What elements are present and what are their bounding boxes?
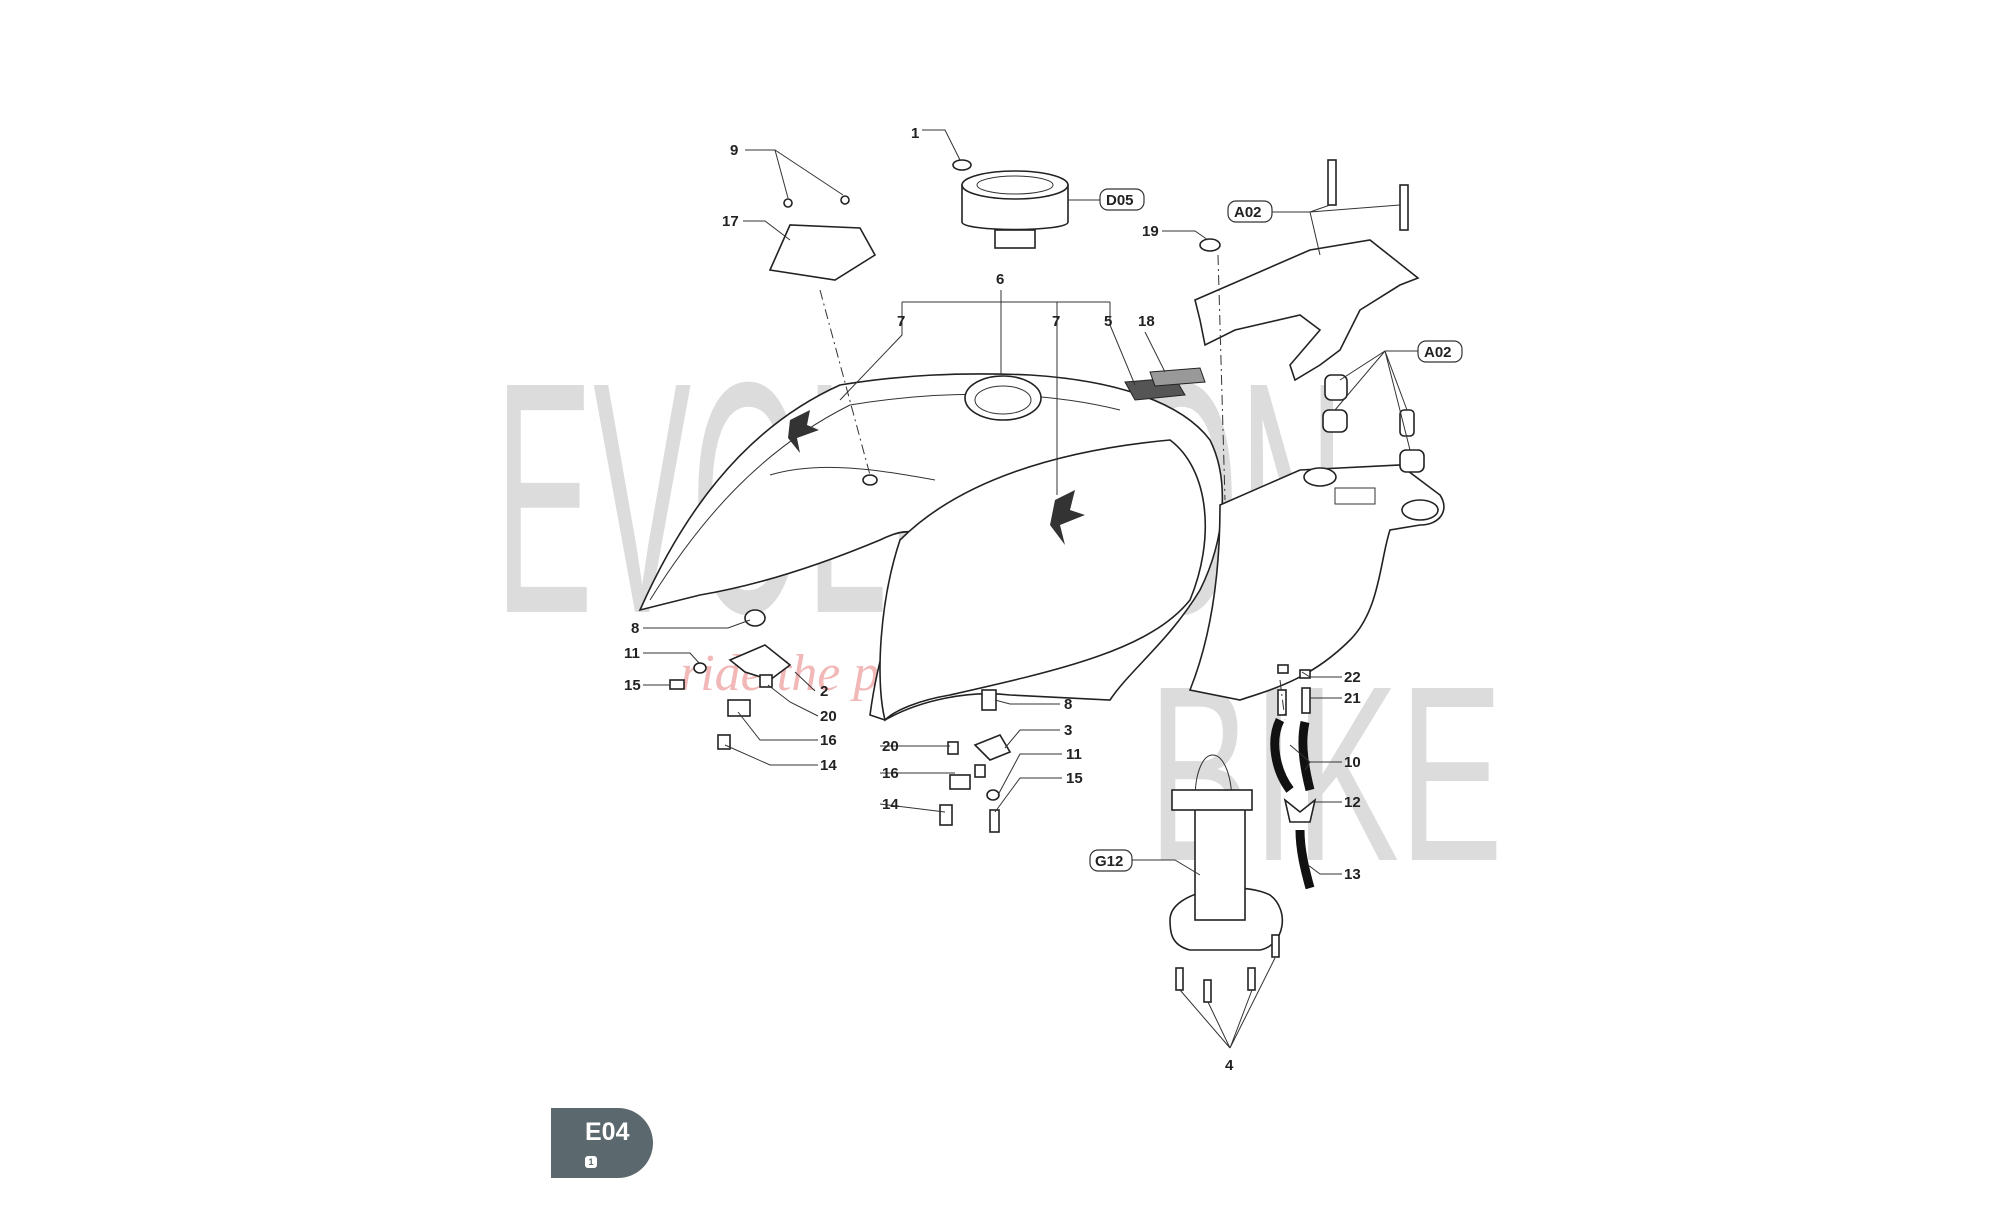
callout-7[interactable]: 7 bbox=[897, 313, 905, 330]
callout-a02[interactable]: A02 bbox=[1424, 344, 1452, 361]
fuel-pump bbox=[1169, 754, 1284, 951]
callout-6[interactable]: 6 bbox=[996, 271, 1004, 288]
callout-16[interactable]: 16 bbox=[820, 732, 837, 749]
callout-20[interactable]: 20 bbox=[820, 708, 837, 725]
callout-15[interactable]: 15 bbox=[1066, 770, 1083, 787]
callout-2[interactable]: 2 bbox=[820, 683, 828, 700]
callout-11[interactable]: 11 bbox=[1066, 746, 1082, 763]
callout-d05[interactable]: D05 bbox=[1106, 192, 1134, 209]
section-badge: E04 1 bbox=[551, 1108, 653, 1178]
leader-lines bbox=[643, 129, 1420, 1049]
callout-1[interactable]: 1 bbox=[911, 125, 919, 142]
fasteners bbox=[669, 609, 1311, 833]
callouts: 1 9 D05 17 A02 19 6 7 7 5 18 A02 8 11 15… bbox=[624, 125, 1463, 1074]
fuel-hose bbox=[1270, 717, 1294, 793]
fuel-hose bbox=[1295, 829, 1315, 890]
section-code: E04 bbox=[585, 1118, 630, 1146]
callout-14[interactable]: 14 bbox=[882, 796, 899, 813]
callout-12[interactable]: 12 bbox=[1344, 794, 1361, 811]
callout-g12[interactable]: G12 bbox=[1095, 853, 1123, 870]
callout-20[interactable]: 20 bbox=[882, 738, 899, 755]
callout-9[interactable]: 9 bbox=[730, 142, 738, 159]
callout-8[interactable]: 8 bbox=[1064, 696, 1072, 713]
callout-21[interactable]: 21 bbox=[1344, 690, 1361, 707]
rubber-mounts bbox=[1199, 238, 1425, 473]
callout-5[interactable]: 5 bbox=[1104, 313, 1112, 330]
bolt bbox=[1399, 184, 1409, 231]
callout-11[interactable]: 11 bbox=[624, 645, 640, 662]
callout-13[interactable]: 13 bbox=[1344, 866, 1361, 883]
callout-14[interactable]: 14 bbox=[820, 757, 837, 774]
pump-screws bbox=[1175, 934, 1280, 1003]
callout-4[interactable]: 4 bbox=[1225, 1057, 1234, 1074]
callout-10[interactable]: 10 bbox=[1344, 754, 1361, 771]
cover-plate bbox=[768, 224, 877, 281]
callout-18[interactable]: 18 bbox=[1138, 313, 1155, 330]
callout-22[interactable]: 22 bbox=[1344, 669, 1361, 686]
callout-15[interactable]: 15 bbox=[624, 677, 641, 694]
decal bbox=[1149, 367, 1206, 387]
callout-17[interactable]: 17 bbox=[722, 213, 739, 230]
sheet-number: 1 bbox=[585, 1156, 597, 1168]
bolt bbox=[1327, 159, 1337, 206]
callout-16[interactable]: 16 bbox=[882, 765, 899, 782]
fuel-tank bbox=[638, 373, 1445, 722]
y-connector bbox=[1283, 797, 1317, 823]
screw bbox=[783, 198, 793, 208]
callout-3[interactable]: 3 bbox=[1064, 722, 1072, 739]
fuel-cap bbox=[952, 159, 1069, 249]
callout-7[interactable]: 7 bbox=[1052, 313, 1060, 330]
callout-19[interactable]: 19 bbox=[1142, 223, 1159, 240]
callout-a02[interactable]: A02 bbox=[1234, 204, 1262, 221]
centerlines bbox=[819, 254, 1286, 721]
screw bbox=[840, 195, 850, 205]
callout-8[interactable]: 8 bbox=[631, 620, 639, 637]
